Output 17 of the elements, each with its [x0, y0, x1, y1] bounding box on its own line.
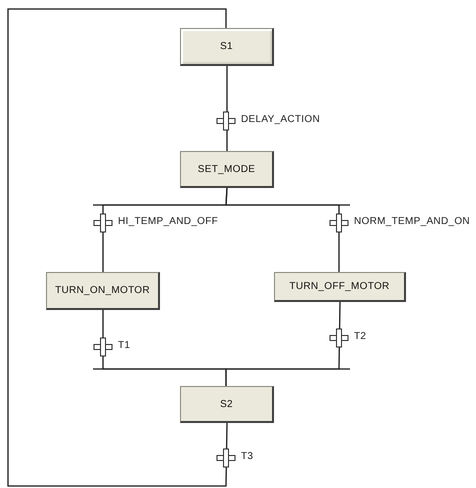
transition-label: DELAY_ACTION [240, 114, 321, 126]
connector-line [226, 66, 228, 151]
step-box [180, 386, 274, 423]
transition-label: HI_TEMP_AND_OFF [117, 216, 220, 228]
step-box [180, 28, 274, 66]
step-box [46, 272, 160, 310]
step-box [180, 151, 274, 188]
step-name: TURN_ON_MOTOR [55, 285, 150, 296]
transition-label: NORM_TEMP_AND_ON [353, 216, 471, 228]
connector-line [225, 302, 341, 386]
step-name: SET_MODE [198, 164, 256, 174]
connector-line [225, 188, 340, 272]
step-name: S1 [220, 41, 233, 52]
connector-line [7, 8, 228, 487]
step-name: S2 [220, 398, 233, 410]
step-box [274, 272, 406, 302]
step-name: TURN_OFF_MOTOR [289, 281, 390, 292]
